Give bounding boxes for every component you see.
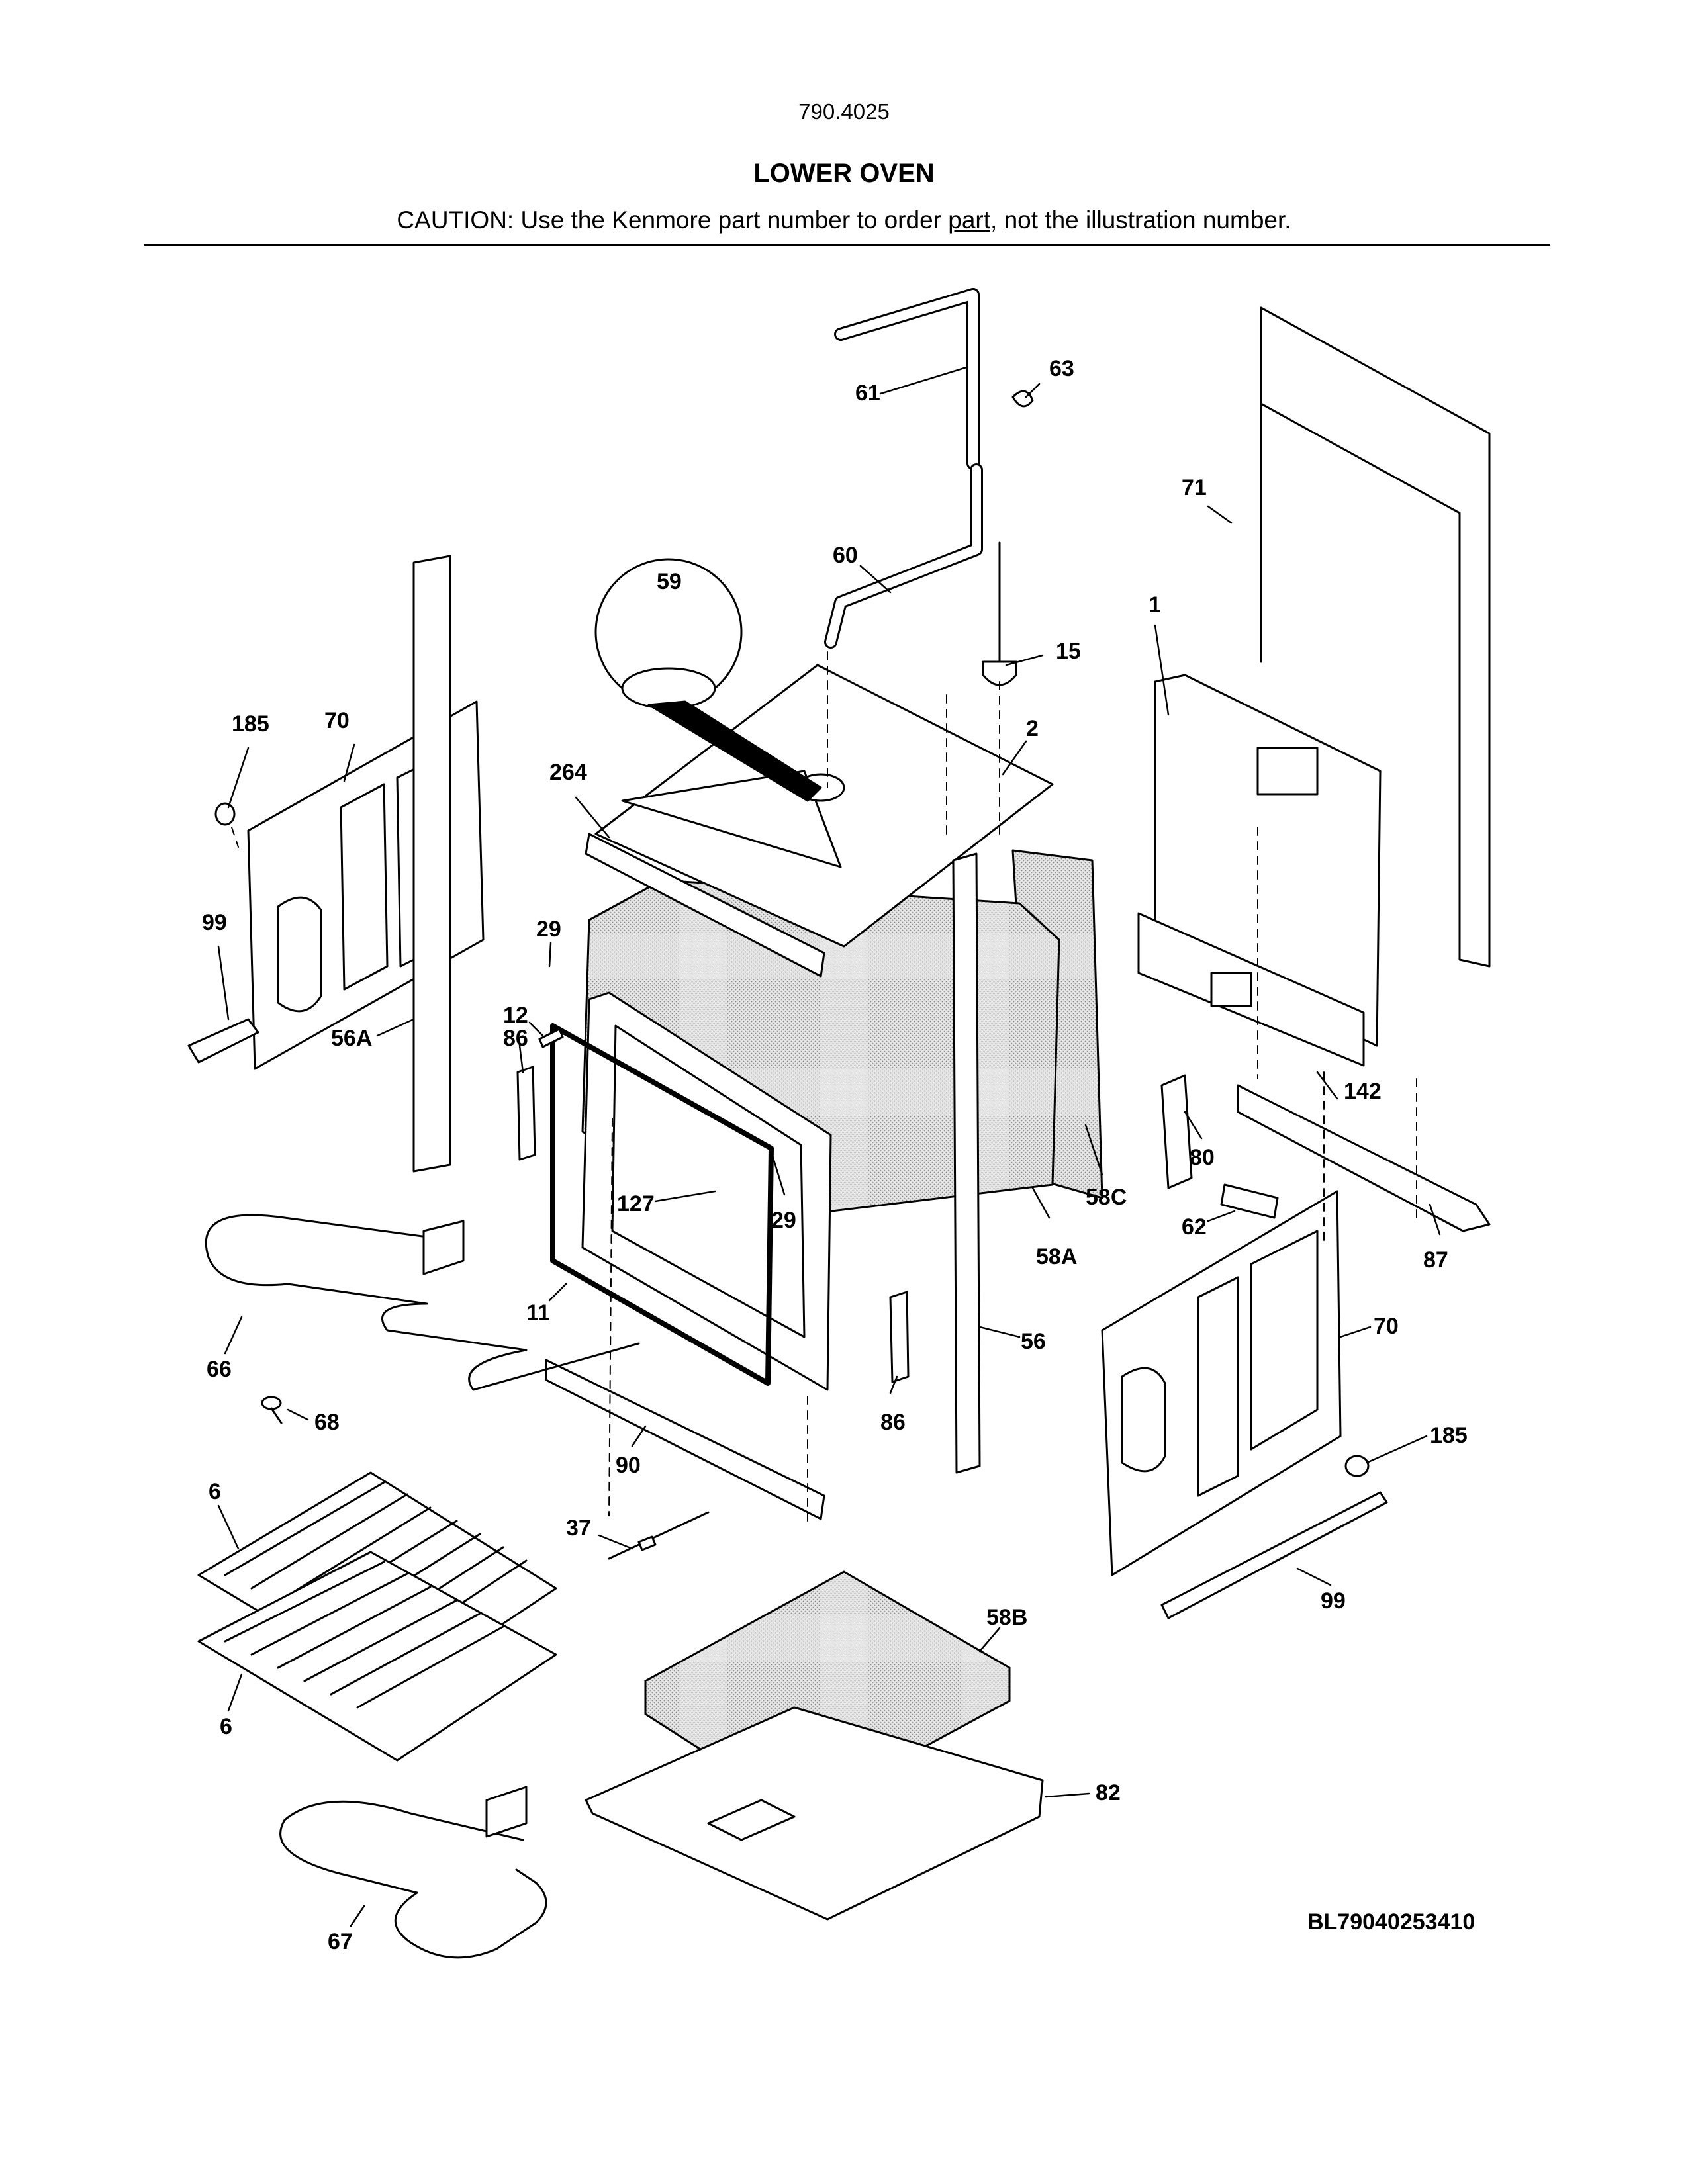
callout-61: 61: [855, 381, 880, 406]
part-12-fastener: [538, 1028, 564, 1048]
header-divider: [144, 244, 1550, 246]
callout-60: 60: [833, 543, 858, 568]
callout-71: 71: [1182, 475, 1207, 500]
callout-37: 37: [566, 1516, 591, 1541]
callout-58B: 58B: [986, 1605, 1027, 1630]
callout-80: 80: [1190, 1145, 1215, 1170]
callout-1: 1: [1149, 592, 1161, 617]
page-title: LOWER OVEN: [753, 159, 935, 188]
caution-note: CAUTION: Use the Kenmore part number to …: [0, 206, 1688, 234]
callout-66: 66: [207, 1357, 232, 1382]
part-87-rail: [1237, 1084, 1491, 1232]
part-59-detail-balloon: [594, 558, 822, 802]
callout-labels: 61 63 71 60 59 1 15 185 70 2 264 99 29 1…: [202, 356, 1468, 1954]
callout-6b: 6: [220, 1714, 232, 1739]
part-11-gasket: [550, 1023, 774, 1386]
callout-82: 82: [1096, 1780, 1121, 1805]
callout-87: 87: [1423, 1248, 1448, 1273]
callout-68: 68: [314, 1410, 340, 1435]
part-185-plug-left: [214, 802, 236, 826]
part-37-probe: [608, 1511, 710, 1560]
part-61-vent-tube: [834, 288, 980, 470]
part-86-hinge-left: [516, 1066, 536, 1161]
caution-text-end: , not the illustration number.: [990, 206, 1291, 234]
callout-29b: 29: [771, 1208, 796, 1233]
caution-text-start: CAUTION: Use the Kenmore part number to …: [397, 206, 949, 234]
model-number: 790.4025: [798, 99, 890, 124]
callout-56A: 56A: [331, 1026, 372, 1051]
caution-underlined-word: part: [948, 206, 991, 234]
callout-59: 59: [657, 569, 682, 594]
callout-99b: 99: [1321, 1588, 1346, 1614]
part-68-screw: [261, 1396, 283, 1424]
callout-142: 142: [1344, 1079, 1382, 1104]
callout-62: 62: [1182, 1214, 1207, 1240]
part-185-plug-right: [1344, 1455, 1370, 1477]
callout-99: 99: [202, 910, 227, 935]
callout-12: 12: [503, 1003, 528, 1028]
part-56-trim-right: [952, 852, 981, 1474]
callout-185b: 185: [1430, 1423, 1468, 1448]
callout-58C: 58C: [1086, 1185, 1127, 1210]
part-56A-trim-left: [412, 555, 451, 1173]
callout-15: 15: [1056, 639, 1081, 664]
part-6-rack-lower: [197, 1551, 557, 1762]
part-71-back-panel: [1260, 306, 1491, 968]
callout-29: 29: [536, 917, 561, 942]
part-99-slide-right: [1160, 1491, 1388, 1619]
part-66-broil-element: [205, 1214, 640, 1391]
alignment-lines: [231, 651, 1417, 1523]
part-82-oven-bottom: [585, 1706, 1044, 1921]
callout-70b: 70: [1374, 1314, 1399, 1339]
part-80-bracket: [1160, 1074, 1193, 1189]
callout-185: 185: [232, 711, 269, 737]
callout-56: 56: [1021, 1329, 1046, 1354]
callout-264: 264: [549, 760, 587, 785]
callout-90: 90: [616, 1453, 641, 1478]
callout-63: 63: [1049, 356, 1074, 381]
callout-11: 11: [526, 1300, 550, 1326]
callout-67: 67: [328, 1929, 353, 1954]
part-99-slide-left: [187, 1018, 259, 1064]
part-86-hinge-right: [889, 1291, 910, 1383]
callout-leaders: [217, 366, 1441, 1927]
part-15-sensor: [982, 541, 1017, 686]
callout-127: 127: [617, 1191, 655, 1216]
part-264-vent-strip: [585, 833, 825, 978]
part-67-bake-element: [279, 1786, 547, 1959]
callout-58A: 58A: [1036, 1244, 1077, 1269]
callout-70: 70: [324, 708, 350, 733]
part-90-trim: [545, 1359, 825, 1520]
callout-2: 2: [1026, 716, 1039, 741]
part-62-terminal-block: [1220, 1183, 1279, 1219]
callout-86b: 86: [880, 1410, 906, 1435]
callout-86: 86: [503, 1026, 528, 1051]
diagram-id: BL79040253410: [1307, 1909, 1476, 1934]
part-60-vent-tube: [824, 463, 983, 649]
part-1-frame: [1137, 674, 1382, 1067]
callout-6: 6: [209, 1479, 221, 1504]
part-70-side-panel-right: [1101, 1190, 1342, 1576]
